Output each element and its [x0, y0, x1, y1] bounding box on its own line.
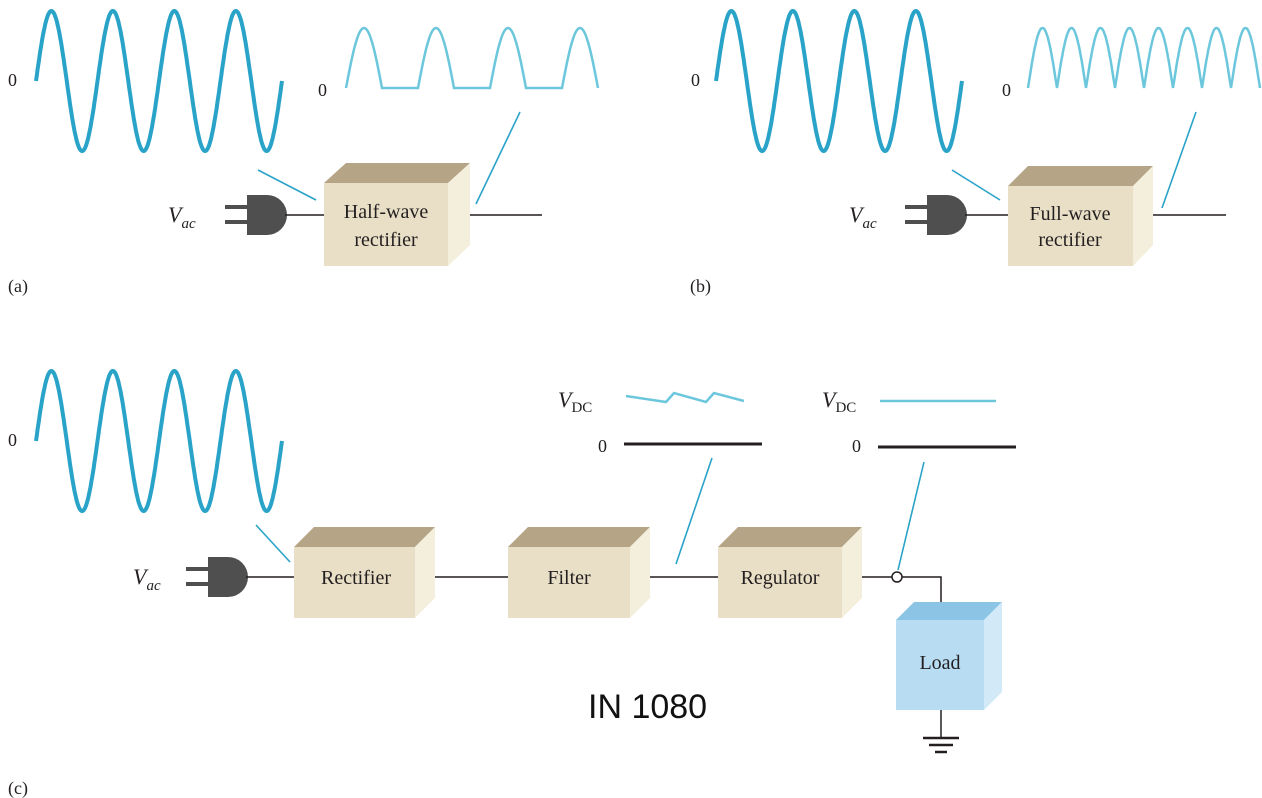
- pointer-line-output-b: [1161, 111, 1197, 209]
- panel-a: 0 0 Vac Half-wave rectifier (a): [8, 8, 600, 297]
- pointer-line-output-a: [475, 111, 521, 205]
- half-wave-output-waveform: [344, 26, 600, 90]
- pointer-line-input-c: [255, 524, 291, 563]
- ac-plug-icon: [186, 557, 248, 597]
- block-label-line1: Full-wave: [1029, 203, 1110, 225]
- vac-label-a: Vac: [168, 202, 196, 232]
- ac-plug-icon: [905, 195, 967, 235]
- block-top: [718, 527, 862, 547]
- panel-label-a: (a): [8, 276, 28, 297]
- block-side: [1133, 166, 1153, 266]
- panel-label-c: (c): [8, 778, 28, 798]
- block-side: [415, 527, 435, 618]
- block-top: [508, 527, 650, 547]
- block-front: [1008, 186, 1133, 266]
- block-front: [718, 547, 842, 618]
- block-front: [896, 620, 984, 710]
- output-terminal: [891, 571, 903, 583]
- block-label-line2: rectifier: [354, 229, 418, 251]
- pointer-line-filter: [675, 457, 713, 565]
- block-side: [984, 602, 1002, 710]
- ripple-dc-waveform: [625, 391, 745, 404]
- block-label-line1: Half-wave: [344, 201, 429, 223]
- watermark-text: IN 1080: [588, 688, 707, 726]
- half-wave-rectifier-block: Half-wave rectifier: [324, 163, 470, 266]
- block-top: [294, 527, 435, 547]
- vdc-label-regulator: VDC: [822, 387, 856, 416]
- full-wave-output-waveform: [1026, 26, 1262, 89]
- panel-c: 0 VDC 0 VDC 0 Vac Rectifier: [8, 368, 1016, 798]
- block-side: [842, 527, 862, 618]
- pointer-line-input-a: [257, 169, 317, 201]
- panel-b: 0 0 Vac Full-wave rectifier (b): [690, 8, 1262, 297]
- block-top: [1008, 166, 1153, 186]
- zero-label-output-a: 0: [318, 80, 327, 100]
- ac-input-waveform: [34, 368, 284, 514]
- block-label: Load: [919, 652, 960, 674]
- zero-label-input-b: 0: [691, 70, 700, 90]
- full-wave-rectifier-block: Full-wave rectifier: [1008, 166, 1153, 266]
- pointer-line-regulator: [897, 461, 925, 571]
- zero-label-output-b: 0: [1002, 80, 1011, 100]
- ac-input-waveform: [714, 8, 964, 154]
- vac-label-b: Vac: [849, 202, 877, 232]
- zero-label-input-a: 0: [8, 70, 17, 90]
- vdc-label-filter: VDC: [558, 387, 592, 416]
- block-label: Filter: [547, 567, 591, 589]
- block-top: [324, 163, 470, 183]
- block-front: [294, 547, 415, 618]
- wire-terminal-to-load: [902, 576, 942, 602]
- ac-input-waveform: [34, 8, 284, 154]
- vac-label-c: Vac: [133, 564, 161, 594]
- panel-label-b: (b): [690, 276, 711, 297]
- regulator-block: Regulator: [718, 527, 862, 618]
- pointer-line-input-b: [951, 169, 1001, 201]
- block-label: Regulator: [741, 567, 820, 589]
- block-label-line2: rectifier: [1038, 229, 1102, 251]
- block-top: [896, 602, 1002, 620]
- zero-label-filter: 0: [598, 436, 607, 456]
- zero-label-regulator: 0: [852, 436, 861, 456]
- rectifier-block: Rectifier: [294, 527, 435, 618]
- filter-block: Filter: [508, 527, 650, 618]
- block-side: [448, 163, 470, 266]
- block-front: [508, 547, 630, 618]
- zero-label-input-c: 0: [8, 430, 17, 450]
- block-label: Rectifier: [321, 567, 391, 589]
- load-block: Load: [896, 602, 1002, 710]
- ground-icon: [923, 710, 959, 754]
- ac-plug-icon: [225, 195, 287, 235]
- block-side: [630, 527, 650, 618]
- block-front: [324, 183, 448, 266]
